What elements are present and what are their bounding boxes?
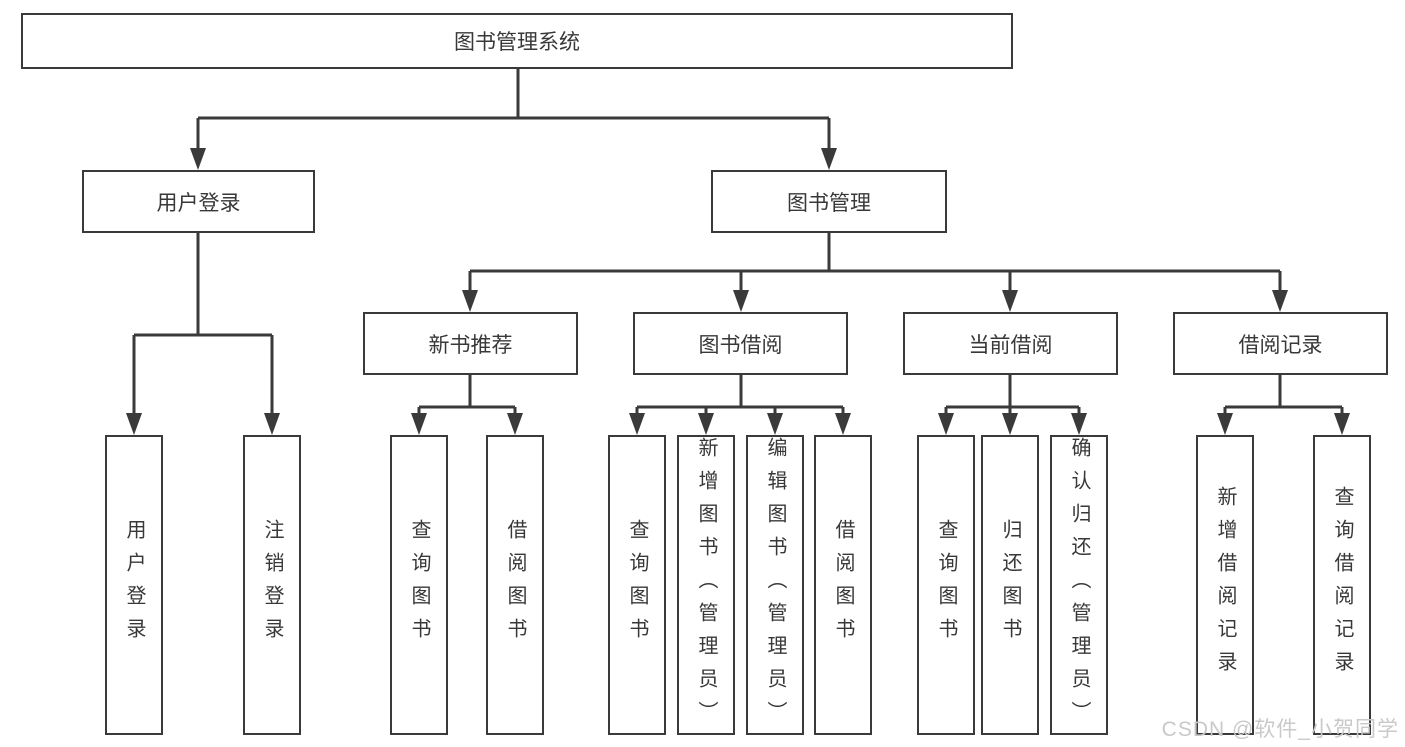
node-borrowing-records: 借阅记录 [1173,312,1388,375]
leaf-borrow-books-recommend-label: 借阅图书 [504,519,526,651]
leaf-query-books-recommend-label: 查询图书 [408,519,430,651]
leaf-query-borrow-record: 查询借阅记录 [1313,435,1371,735]
leaf-borrow-books-recommend: 借阅图书 [486,435,544,735]
node-book-borrowing: 图书借阅 [633,312,848,375]
leaf-add-book-admin-label: 新增图书（管理员） [695,436,717,734]
leaf-borrow-books: 借阅图书 [814,435,872,735]
node-user-login: 用户登录 [82,170,315,233]
leaf-edit-book-admin: 编辑图书（管理员） [746,435,804,735]
node-root: 图书管理系统 [21,13,1013,69]
leaf-query-books-borrow: 查询图书 [608,435,666,735]
leaf-add-book-admin: 新增图书（管理员） [677,435,735,735]
leaf-confirm-return-admin-label: 确认归还（管理员） [1068,436,1090,734]
leaf-query-books-current: 查询图书 [917,435,975,735]
node-user-login-label: 用户登录 [156,191,241,215]
leaf-query-books-borrow-label: 查询图书 [626,519,648,651]
leaf-edit-book-admin-label: 编辑图书（管理员） [764,436,786,734]
node-root-label: 图书管理系统 [454,31,580,54]
leaf-logout: 注销登录 [243,435,301,735]
leaf-user-login: 用户登录 [105,435,163,735]
node-book-borrowing-label: 图书借阅 [698,333,783,357]
leaf-add-borrow-record-label: 新增借阅记录 [1214,486,1236,684]
node-borrowing-records-label: 借阅记录 [1238,333,1323,357]
leaf-return-books: 归还图书 [981,435,1039,735]
arrowheads [126,148,1350,435]
node-current-borrowing: 当前借阅 [903,312,1118,375]
leaf-logout-label: 注销登录 [261,519,283,651]
leaf-query-books-current-label: 查询图书 [935,519,957,651]
node-book-management-label: 图书管理 [787,191,871,215]
leaf-confirm-return-admin: 确认归还（管理员） [1050,435,1108,735]
leaf-query-books-recommend: 查询图书 [390,435,448,735]
leaf-borrow-books-label: 借阅图书 [832,519,854,651]
leaf-return-books-label: 归还图书 [999,519,1021,651]
leaf-user-login-label: 用户登录 [123,519,145,651]
leaf-query-borrow-record-label: 查询借阅记录 [1331,486,1353,684]
leaf-add-borrow-record: 新增借阅记录 [1196,435,1254,735]
node-new-book-recommendation-label: 新书推荐 [428,333,513,357]
node-current-borrowing-label: 当前借阅 [968,333,1053,357]
node-book-management: 图书管理 [711,170,947,233]
node-new-book-recommendation: 新书推荐 [363,312,578,375]
watermark: CSDN @软件_小贺同学 [1161,718,1399,741]
